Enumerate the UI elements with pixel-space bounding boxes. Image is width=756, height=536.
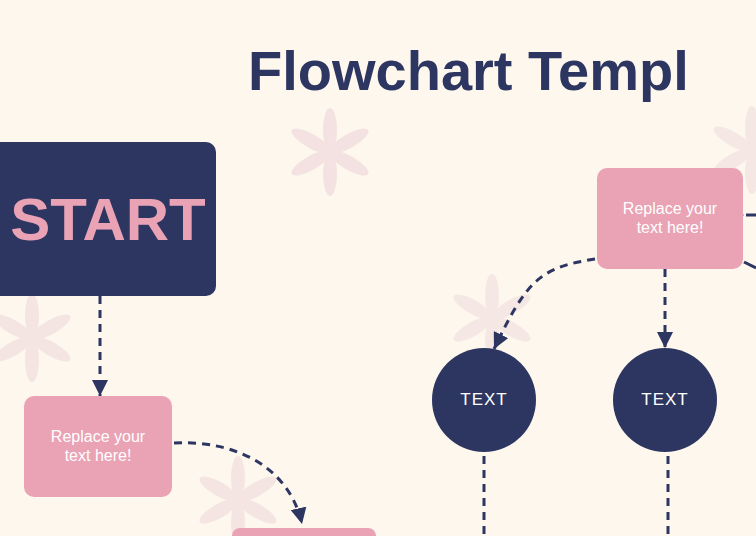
process-box (232, 528, 376, 536)
connector (744, 262, 756, 268)
circle-outline (432, 348, 536, 452)
box-label: Replace your text here! (610, 200, 730, 237)
process-box: Replace your text here! (597, 168, 743, 269)
box-label: Replace your text here! (37, 428, 159, 465)
flower-ornament (0, 294, 74, 382)
circle-label: TEXT (641, 390, 688, 410)
process-circle: TEXT (432, 348, 536, 452)
process-circle: TEXT (613, 348, 717, 452)
connector (667, 456, 670, 536)
dashed-connector (99, 296, 102, 396)
dashed-connector (664, 269, 667, 348)
connector (746, 214, 756, 217)
connector (483, 456, 486, 536)
title: Flowchart Templ (248, 38, 689, 103)
box-label: START (0, 185, 206, 254)
circle-outline (613, 348, 717, 452)
dashed-connector (494, 259, 595, 349)
flower-ornament (288, 108, 371, 196)
circle-label: TEXT (460, 390, 507, 410)
connector (174, 443, 302, 524)
process-box: Replace your text here! (24, 396, 172, 497)
start-box: START (0, 142, 216, 296)
